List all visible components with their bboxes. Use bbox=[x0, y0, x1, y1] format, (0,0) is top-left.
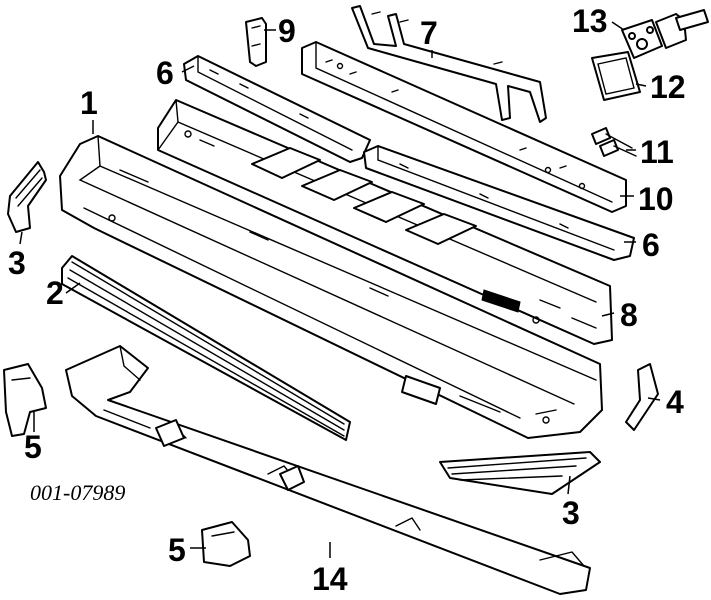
callout-8: 8 bbox=[620, 297, 638, 333]
part-7-brace bbox=[351, 5, 547, 123]
leader-lines bbox=[19, 21, 661, 558]
part-11-bolts bbox=[591, 127, 637, 157]
callout-6-lower: 6 bbox=[642, 227, 660, 263]
part-4-side-bracket bbox=[625, 363, 659, 431]
callout-11: 11 bbox=[640, 134, 674, 170]
callout-14: 14 bbox=[312, 561, 348, 597]
part-9-bracket bbox=[245, 17, 267, 67]
part-6-lower-support bbox=[363, 145, 635, 261]
callout-12: 12 bbox=[650, 69, 686, 105]
part-13-mount bbox=[621, 9, 709, 59]
callout-5-left: 5 bbox=[24, 429, 42, 465]
callout-5-bottom: 5 bbox=[168, 532, 186, 568]
part-14-air-deflector bbox=[65, 345, 591, 595]
callout-6-upper: 6 bbox=[156, 55, 174, 91]
part-5-left-filler bbox=[3, 363, 47, 437]
callout-1: 1 bbox=[80, 85, 98, 121]
callout-2: 2 bbox=[46, 275, 64, 311]
callouts: 1 2 3 3 4 5 5 6 6 7 8 9 10 11 12 13 14 bbox=[8, 3, 686, 597]
diagram-code: 001-07989 bbox=[30, 480, 125, 505]
callout-9: 9 bbox=[278, 13, 296, 49]
callout-10: 10 bbox=[638, 181, 674, 217]
part-12-plate bbox=[591, 51, 641, 101]
part-3-left-lamp bbox=[7, 161, 47, 233]
part-1-bumper-cover bbox=[59, 135, 603, 439]
part-3-right-lamp bbox=[439, 451, 601, 495]
part-5-lower-filler bbox=[201, 521, 251, 567]
callout-3-left: 3 bbox=[8, 245, 26, 281]
part-10-reinforcement bbox=[301, 41, 627, 213]
callout-4: 4 bbox=[666, 384, 684, 420]
part-2-grille bbox=[61, 255, 351, 441]
callout-3-right: 3 bbox=[562, 495, 580, 531]
callout-13: 13 bbox=[572, 3, 608, 39]
part-8-impact-bar bbox=[157, 99, 613, 345]
part-6-upper-support bbox=[183, 55, 371, 163]
callout-7: 7 bbox=[420, 15, 438, 51]
